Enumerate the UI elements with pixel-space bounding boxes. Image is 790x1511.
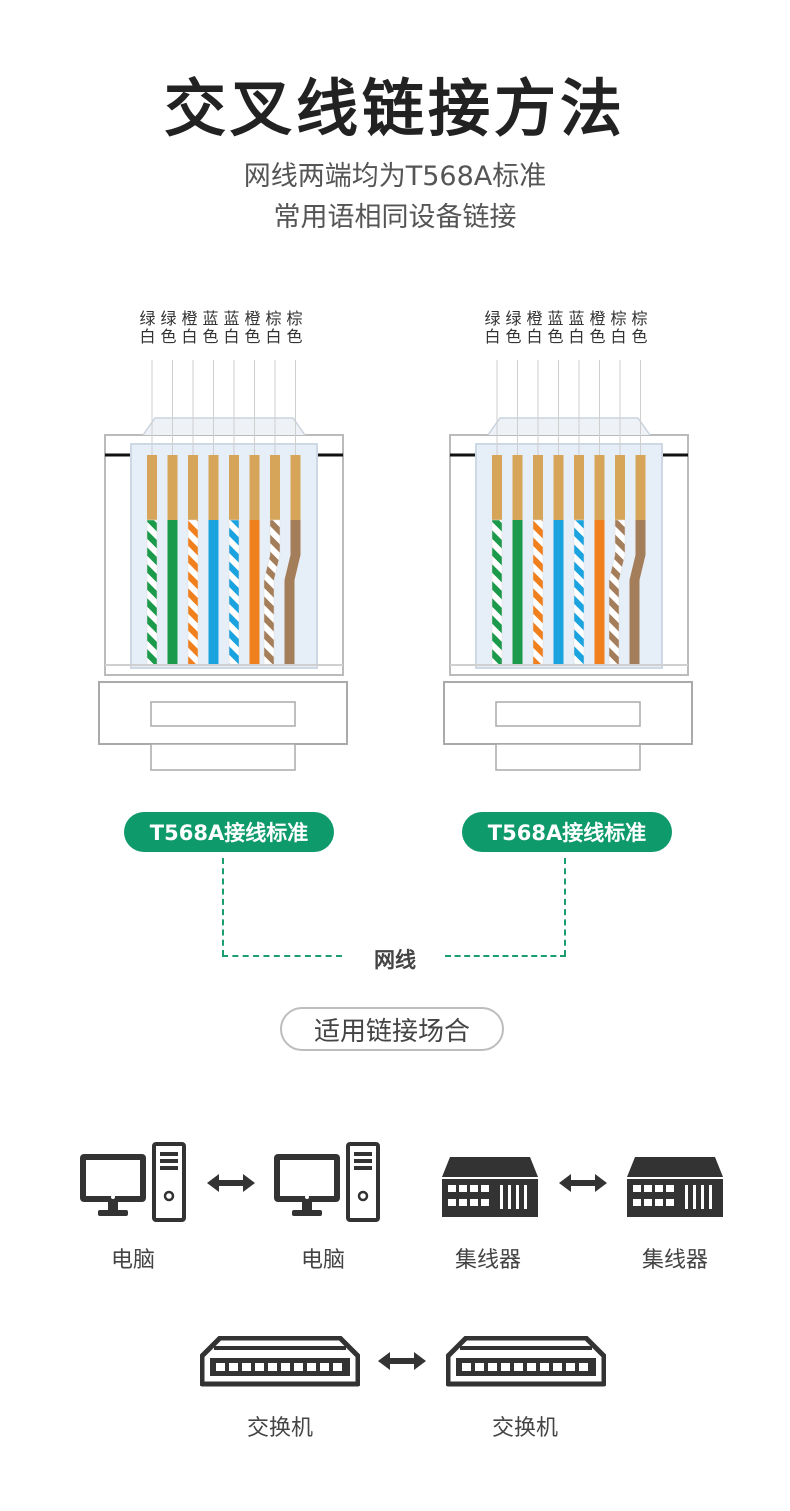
rj45-connector-left: 绿白 绿色 橙白 蓝色 蓝白 橙色 棕白 棕色 <box>95 300 355 780</box>
wire-insulation <box>532 519 544 666</box>
cable-line-right-vertical <box>564 858 566 956</box>
copper-contact <box>167 455 178 520</box>
wire-label-6: 橙色 <box>589 309 606 346</box>
copper-contact <box>147 455 157 520</box>
wire-insulation <box>146 519 158 666</box>
wire-insulation <box>491 519 503 666</box>
double-arrow-icon-pc <box>207 1174 255 1192</box>
rj45-drawing-left <box>98 360 348 771</box>
device-label-hub-right: 集线器 <box>641 1248 708 1273</box>
contact-clip <box>487 417 651 436</box>
rj45-drawing-right <box>443 360 693 771</box>
wire-insulation <box>512 520 523 665</box>
wire-color-labels-left: 绿白 绿色 橙白 蓝色 蓝白 橙色 棕白 棕色 <box>137 310 307 346</box>
usage-title-badge: 适用链接场合 <box>280 1007 504 1051</box>
wire-insulation <box>208 520 219 665</box>
wire-label-4: 蓝色 <box>547 309 564 346</box>
wire-label-3: 橙白 <box>526 309 543 346</box>
copper-contact <box>553 455 564 520</box>
cable-label: 网线 <box>374 948 416 972</box>
computer-icon-left <box>80 1142 186 1222</box>
wire-insulation <box>553 520 564 665</box>
wire-insulation <box>187 519 199 666</box>
device-label-switch-right: 交换机 <box>491 1416 558 1441</box>
copper-contact <box>533 455 543 520</box>
wire-label-5: 蓝白 <box>223 309 240 346</box>
cable-line-left-horizontal <box>222 955 342 957</box>
copper-contact <box>615 455 625 520</box>
hub-icon-left <box>442 1157 538 1217</box>
wire-insulation <box>249 520 260 665</box>
contact-clip <box>142 417 306 436</box>
copper-contact <box>270 455 280 520</box>
wire-label-7: 棕白 <box>610 309 627 346</box>
wire-label-8: 棕色 <box>631 309 648 346</box>
double-arrow-icon-switch <box>378 1352 426 1370</box>
cable-tail <box>495 743 641 771</box>
wire-insulation <box>228 519 240 666</box>
wire-color-labels-right: 绿白 绿色 橙白 蓝色 蓝白 橙色 棕白 棕色 <box>482 310 652 346</box>
wire-insulation <box>167 520 178 665</box>
boot-window <box>150 701 296 727</box>
wire-label-1: 绿白 <box>484 309 501 346</box>
copper-contact <box>512 455 523 520</box>
wire-insulation <box>594 520 605 665</box>
standard-badge-left: T568A接线标准 <box>124 812 334 852</box>
wire-insulation <box>573 519 585 666</box>
copper-contact <box>492 455 502 520</box>
wire-insulation <box>629 520 646 665</box>
wire-label-7: 棕白 <box>265 309 282 346</box>
wire-label-2: 绿色 <box>505 309 522 346</box>
computer-icon-right <box>274 1142 380 1222</box>
switch-icon-left <box>200 1336 360 1387</box>
cable-line-left-vertical <box>222 858 224 956</box>
cable-tail <box>150 743 296 771</box>
wire-label-2: 绿色 <box>160 309 177 346</box>
copper-contact <box>635 455 646 520</box>
copper-contact <box>249 455 260 520</box>
rj45-connector-right: 绿白 绿色 橙白 蓝色 蓝白 橙色 棕白 棕色 <box>440 300 700 780</box>
copper-contact <box>208 455 219 520</box>
copper-contact <box>229 455 239 520</box>
copper-contact <box>574 455 584 520</box>
double-arrow-icon-hub <box>559 1174 607 1192</box>
wire-label-8: 棕色 <box>286 309 303 346</box>
device-label-pc-right: 电脑 <box>300 1248 345 1273</box>
subtitle-line-2: 常用语相同设备链接 <box>273 202 517 233</box>
device-label-hub-left: 集线器 <box>454 1248 521 1273</box>
wire-label-1: 绿白 <box>139 309 156 346</box>
wire-insulation <box>284 520 301 665</box>
wire-label-4: 蓝色 <box>202 309 219 346</box>
wire-label-6: 橙色 <box>244 309 261 346</box>
copper-contact <box>290 455 301 520</box>
wire-label-5: 蓝白 <box>568 309 585 346</box>
device-label-switch-left: 交换机 <box>246 1416 313 1441</box>
copper-contact <box>188 455 198 520</box>
boot-window <box>495 701 641 727</box>
cable-line-right-horizontal <box>445 955 566 957</box>
page-title: 交叉线链接方法 <box>163 72 626 145</box>
hub-icon-right <box>627 1157 723 1217</box>
switch-icon-right <box>446 1336 606 1387</box>
wire-label-3: 橙白 <box>181 309 198 346</box>
standard-badge-right: T568A接线标准 <box>462 812 672 852</box>
copper-contact <box>594 455 605 520</box>
subtitle-line-1: 网线两端均为T568A标准 <box>243 161 547 192</box>
device-label-pc-left: 电脑 <box>110 1248 155 1273</box>
